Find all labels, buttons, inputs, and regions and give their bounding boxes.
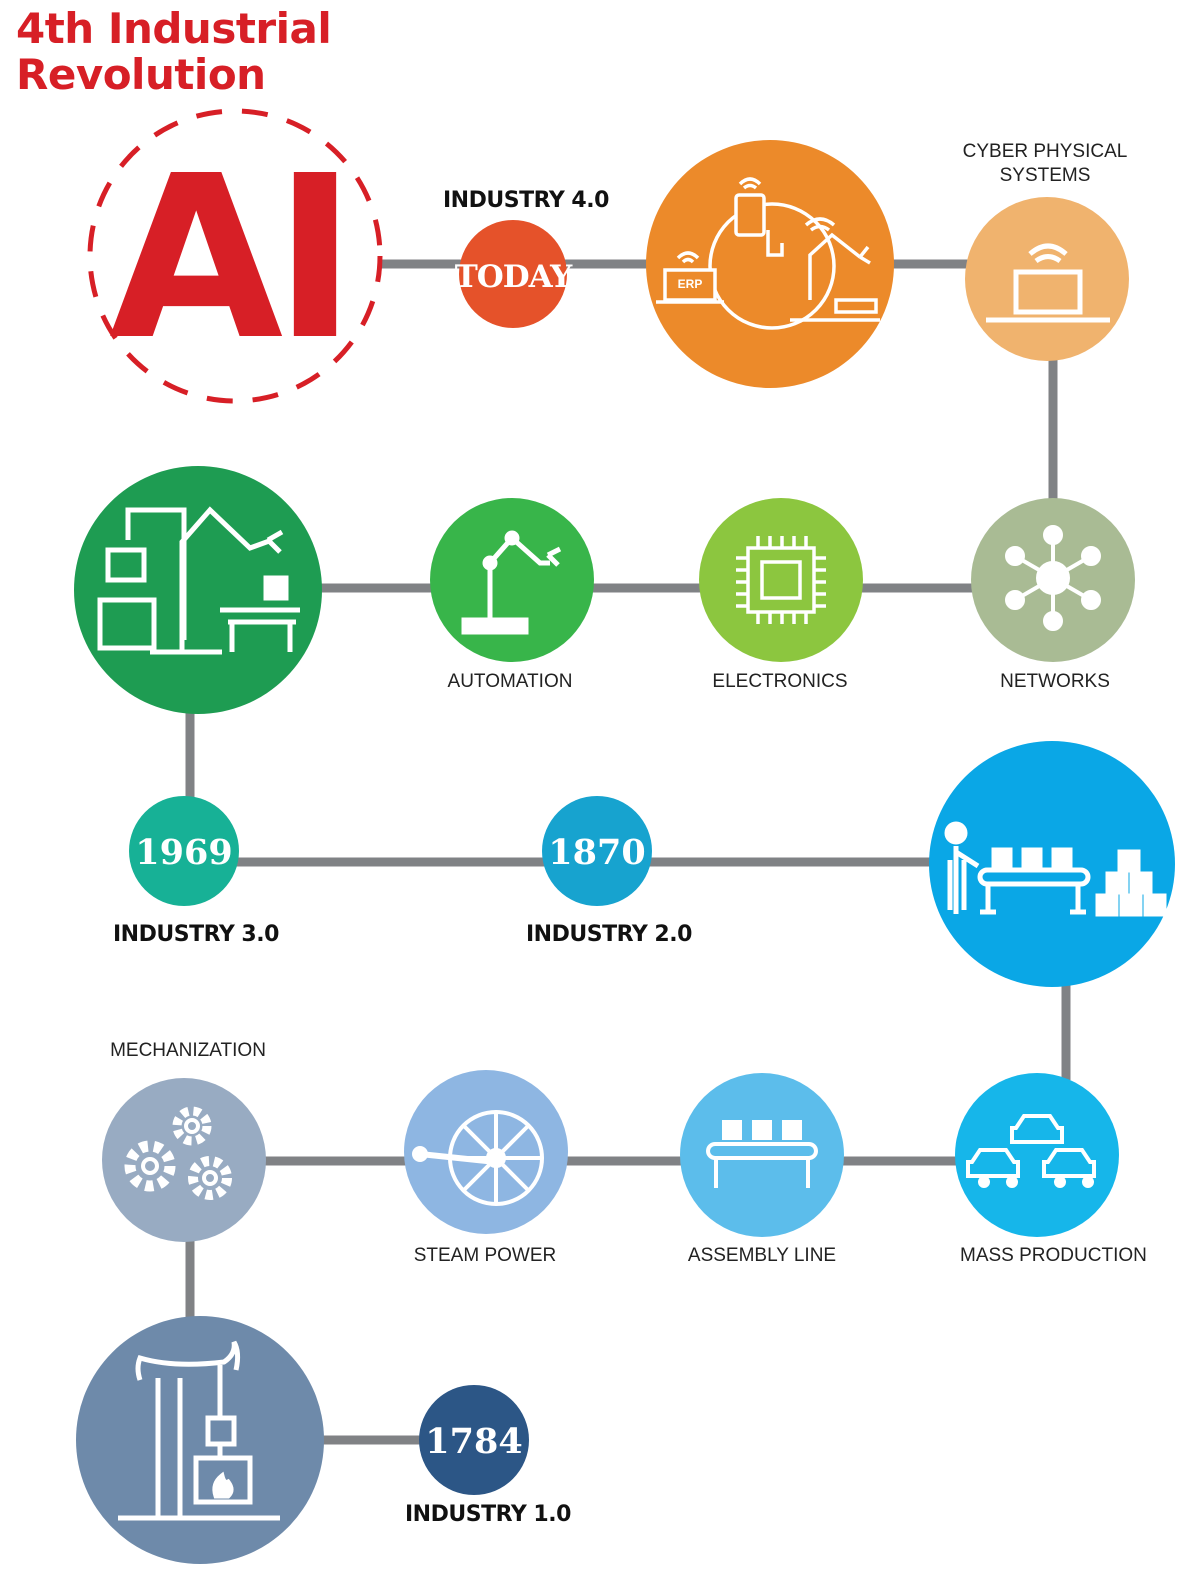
assembly-line-label: ASSEMBLY LINE [687,1245,837,1266]
assembly-line-node [680,1073,844,1237]
network-icon [1005,525,1101,631]
steam-engine-icon [118,1340,280,1521]
conveyor-icon [706,1120,818,1188]
automation-node [430,498,594,662]
page-title: 4th Industrial Revolution [16,4,332,99]
steam-power-label: STEAM POWER [413,1245,557,1266]
ai-node: AI [87,108,383,404]
year-1969-node: 1969 [129,796,239,906]
industry3-label: INDUSTRY 3.0 [113,922,279,947]
cps-label-line1: CYBER PHYSICAL [962,141,1128,162]
year-1969-text: 1969 [135,832,232,873]
title-line-1: 4th Industrial [16,4,332,53]
worker-conveyor-icon [944,821,1167,917]
industry4-label: INDUSTRY 4.0 [443,188,609,213]
industry2-label: INDUSTRY 2.0 [526,922,692,947]
title-line-2: Revolution [16,50,266,99]
factory-robot-icon [97,506,300,655]
industry1-label: INDUSTRY 1.0 [405,1502,571,1527]
robot-arm-icon [461,530,562,635]
erp-text: ERP [678,277,703,291]
today-text: TODAY [455,259,573,295]
steam-wheel-icon [412,1110,544,1206]
cars-icon [966,1114,1096,1188]
gears-icon [124,1106,232,1200]
automation-label: AUTOMATION [447,671,573,692]
mass-production-node [955,1073,1119,1237]
laptop-icon [986,243,1110,323]
year-1870-node: 1870 [542,796,652,906]
electronics-node [699,498,863,662]
industry3-node [74,466,322,714]
industry1-node [76,1316,324,1564]
year-1784-text: 1784 [425,1421,522,1462]
mechanization-label: MECHANIZATION [110,1040,266,1061]
cps-label-line2: SYSTEMS [999,165,1091,186]
electronics-label: ELECTRONICS [712,671,848,692]
networks-node [971,498,1135,662]
industry4-node: ERP [646,140,894,388]
steam-power-node [404,1070,568,1234]
industry2-node [929,741,1175,987]
mass-production-label: MASS PRODUCTION [960,1245,1147,1266]
today-node: TODAY [455,220,574,328]
ai-text: AI [109,128,347,390]
iot-icon [656,177,880,330]
mechanization-node [102,1078,266,1242]
cps-label: CYBER PHYSICAL SYSTEMS [960,140,1130,188]
year-1870-text: 1870 [548,832,645,873]
cps-node [965,197,1129,361]
chip-icon [736,536,826,624]
networks-label: NETWORKS [1000,671,1110,692]
year-1784-node: 1784 [419,1385,529,1495]
